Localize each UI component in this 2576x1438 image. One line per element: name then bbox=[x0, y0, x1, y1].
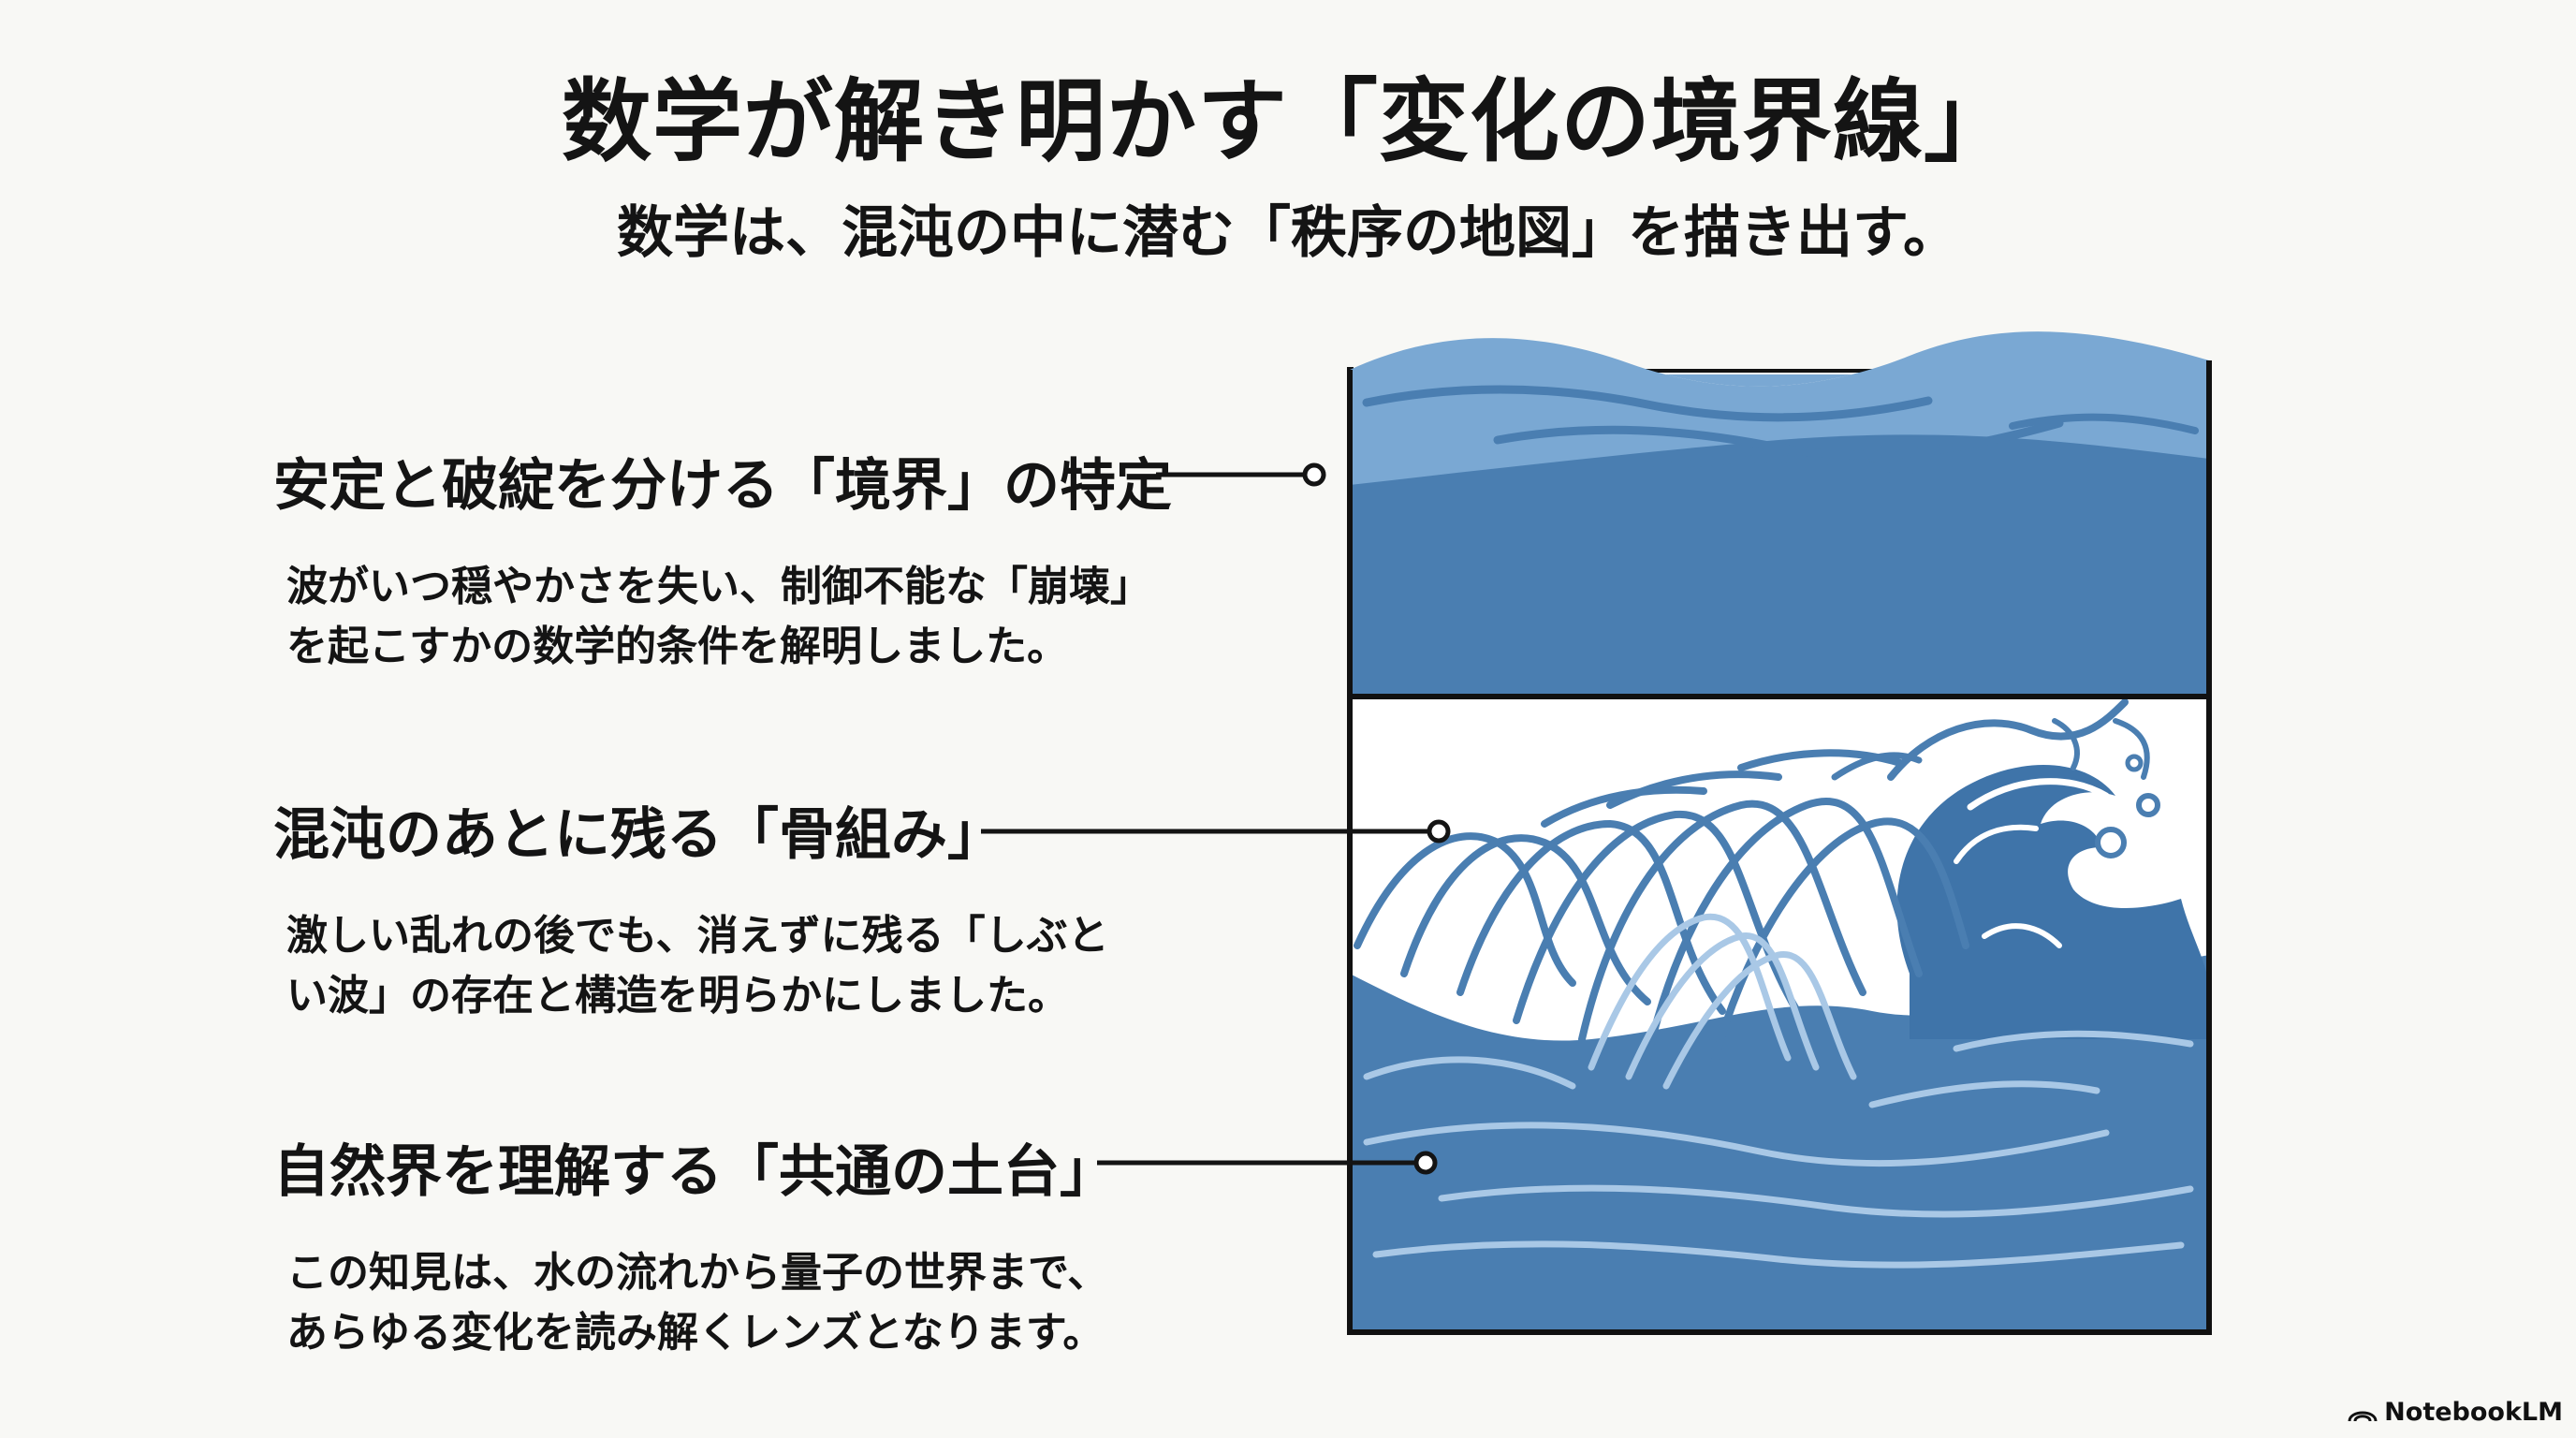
section-body-line: を起こすかの数学的条件を解明しました。 bbox=[286, 623, 1069, 670]
page-subtitle: 数学は、混沌の中に潜む「秩序の地図」を描き出す。 bbox=[617, 200, 1959, 266]
section-title: 自然界を理解する「共通の土台」 bbox=[273, 1139, 1116, 1205]
calm-wave-line bbox=[1653, 455, 1913, 476]
section-title: 混沌のあとに残る「骨組み」 bbox=[273, 802, 1003, 868]
calm-wave-line bbox=[1362, 385, 1933, 422]
page-title: 数学が解き明かす「変化の境界線」 bbox=[562, 69, 2014, 174]
notebooklm-logo-icon bbox=[2348, 1411, 2378, 1421]
calm-wave-line bbox=[1493, 418, 2064, 460]
section-body-line: この知見は、水の流れから量子の世界まで、 bbox=[286, 1249, 1109, 1297]
section-body-line: あらゆる変化を読み解くレンズとなります。 bbox=[286, 1309, 1105, 1357]
section-body: 激しい乱れの後でも、消えずに残る「しぶと い波」の存在と構造を明らかにしました。 bbox=[286, 906, 1222, 1026]
calm-wave-body bbox=[1350, 434, 2209, 697]
section-skeleton: 混沌のあとに残る「骨組み」 激しい乱れの後でも、消えずに残る「しぶと い波」の存… bbox=[273, 789, 1172, 1026]
connector-boundary bbox=[1156, 462, 1326, 487]
calm-wave-panel bbox=[1350, 331, 2209, 697]
watermark-text: NotebookLM bbox=[2384, 1398, 2563, 1427]
section-body: この知見は、水の流れから量子の世界まで、 あらゆる変化を読み解くレンズとなります… bbox=[286, 1243, 1222, 1363]
sea-body bbox=[1350, 955, 2209, 1333]
section-boundary: 安定と破綻を分ける「境界」の特定 波がいつ穏やかさを失い、制御不能な「崩壊」 を… bbox=[273, 440, 1172, 677]
section-body: 波がいつ穏やかさを失い、制御不能な「崩壊」 を起こすかの数学的条件を解明しました… bbox=[286, 557, 1222, 677]
section-body-line: 激しい乱れの後でも、消えずに残る「しぶと bbox=[286, 912, 1109, 960]
sea-lines bbox=[1363, 1030, 2194, 1269]
breaking-wave-panel bbox=[1350, 697, 2209, 1333]
notebooklm-watermark: NotebookLM bbox=[2347, 1398, 2563, 1427]
section-common-foundation: 自然界を理解する「共通の土台」 この知見は、水の流れから量子の世界まで、 あらゆ… bbox=[273, 1126, 1172, 1363]
connector-foundation bbox=[1097, 1151, 1438, 1175]
tangled-waves bbox=[1354, 749, 1969, 1071]
calm-wave-line bbox=[2009, 413, 2199, 434]
section-body-line: い波」の存在と構造を明らかにしました。 bbox=[286, 972, 1069, 1020]
breaking-wave-crest bbox=[1896, 765, 2209, 1039]
section-title: 安定と破綻を分ける「境界」の特定 bbox=[273, 453, 1172, 519]
connector-skeleton bbox=[981, 819, 1451, 844]
section-body-line: 波がいつ穏やかさを失い、制御不能な「崩壊」 bbox=[286, 563, 1151, 610]
